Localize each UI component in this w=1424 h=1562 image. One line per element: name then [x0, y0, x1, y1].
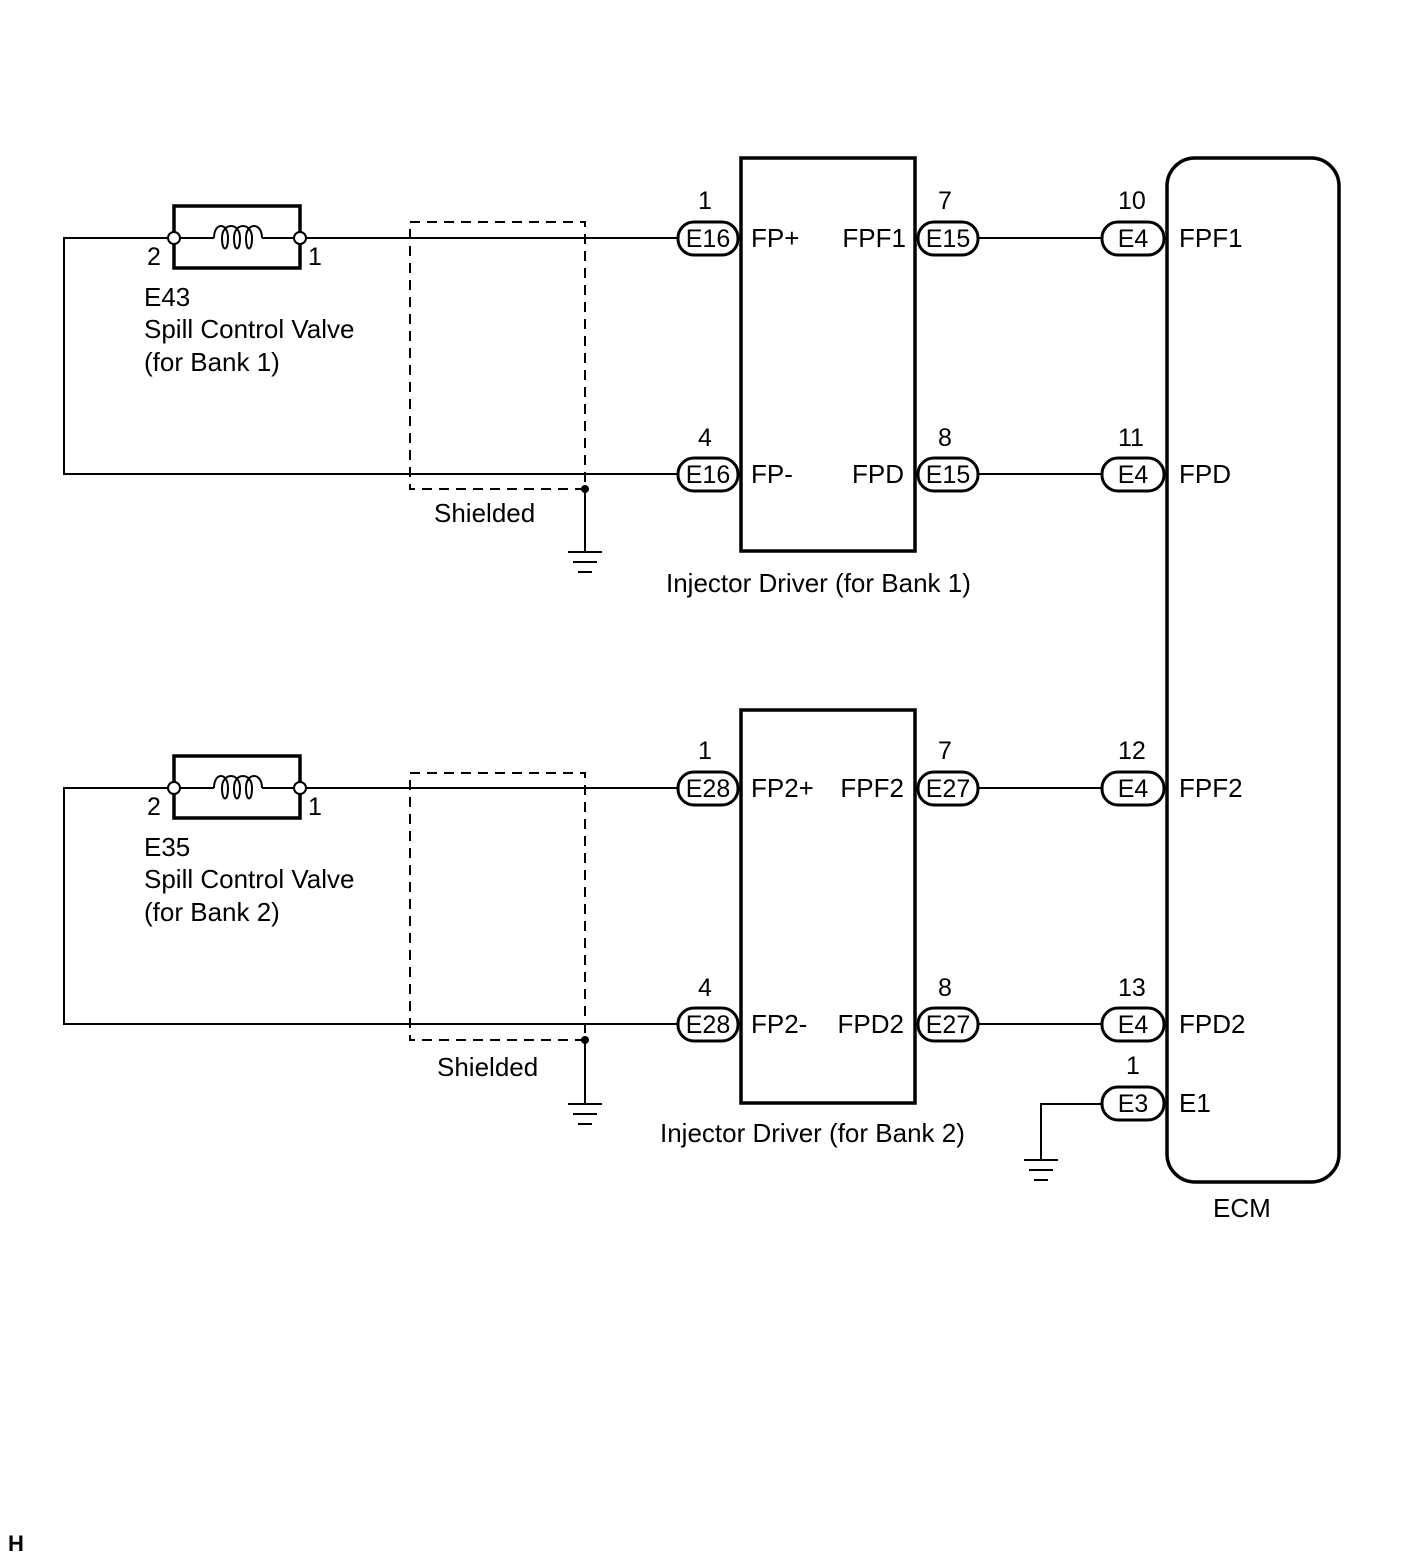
ground-icon [568, 1103, 602, 1125]
driver2-in2-pin: 4 [698, 974, 712, 1002]
terminal-icon [293, 781, 307, 795]
driver2-in1-conn: E28 [686, 775, 730, 803]
valve2-name: Spill Control Valve [144, 864, 355, 894]
ecm-term4-conn: E4 [1118, 1011, 1149, 1039]
ecm-term5-name: E1 [1179, 1088, 1211, 1118]
ecm-term5-conn: E3 [1118, 1090, 1149, 1118]
connector-icon [676, 770, 740, 807]
driver1-in2-name: FP- [751, 459, 793, 489]
valve1-pin-right: 1 [308, 243, 322, 271]
driver2-out2-name: FPD2 [838, 1009, 904, 1039]
valve2-pin-right: 1 [308, 793, 322, 821]
driver1-title: Injector Driver (for Bank 1) [666, 568, 971, 598]
coil-icon [213, 225, 263, 250]
connector-icon [1100, 1006, 1166, 1043]
ecm-term2-conn: E4 [1118, 461, 1149, 489]
wire-e1-ground [1040, 1103, 1102, 1160]
driver1-in1-name: FP+ [751, 223, 799, 253]
driver1-in2-conn: E16 [686, 461, 730, 489]
coil-icon [213, 775, 263, 800]
valve1-pin-left: 2 [147, 243, 161, 271]
shield-box-bank1 [409, 221, 586, 490]
shield-label-bank2: Shielded [437, 1052, 538, 1082]
ground-icon [568, 551, 602, 573]
valve2-pin-left: 2 [147, 793, 161, 821]
valve2-bank: (for Bank 2) [144, 897, 280, 927]
driver2-in2-name: FP2- [751, 1009, 807, 1039]
driver1-out1-pin: 7 [938, 187, 952, 215]
wire-valve1-pin2-to-fpminus [63, 237, 678, 475]
driver2-out1-conn: E27 [926, 775, 970, 803]
terminal-icon [167, 781, 181, 795]
terminal-icon [167, 231, 181, 245]
connector-icon [1100, 456, 1166, 493]
ecm-title: ECM [1213, 1193, 1271, 1223]
ecm-term3-name: FPF2 [1179, 773, 1243, 803]
injector-driver-bank1 [739, 156, 917, 553]
driver1-out2-conn: E15 [926, 461, 970, 489]
ecm-term5-pin: 1 [1126, 1052, 1140, 1080]
ecm-term2-pin: 11 [1118, 424, 1144, 452]
ecm-term3-pin: 12 [1118, 737, 1146, 765]
connector-icon [676, 220, 740, 257]
driver2-in1-name: FP2+ [751, 773, 814, 803]
corner-mark: H [8, 1531, 24, 1556]
ecm-term4-name: FPD2 [1179, 1009, 1245, 1039]
driver2-out1-pin: 7 [938, 737, 952, 765]
connector-icon [676, 1006, 740, 1043]
driver1-in1-pin: 1 [698, 187, 712, 215]
ecm-box [1165, 156, 1341, 1184]
driver2-out1-name: FPF2 [840, 773, 904, 803]
ecm-term3-conn: E4 [1118, 775, 1149, 803]
valve2-code: E35 [144, 832, 190, 862]
shield-box-bank2 [409, 772, 586, 1041]
ecm-term1-conn: E4 [1118, 225, 1149, 253]
connector-icon [1100, 220, 1166, 257]
valve1-bank: (for Bank 1) [144, 347, 280, 377]
driver2-out2-conn: E27 [926, 1011, 970, 1039]
connector-icon [676, 456, 740, 493]
driver1-in1-conn: E16 [686, 225, 730, 253]
driver2-out2-pin: 8 [938, 974, 952, 1002]
ecm-term1-name: FPF1 [1179, 223, 1243, 253]
ground-icon [1024, 1159, 1058, 1181]
driver2-title: Injector Driver (for Bank 2) [660, 1118, 965, 1148]
wire-valve2-pin2-to-fp2minus [63, 787, 678, 1025]
ecm-term4-pin: 13 [1118, 974, 1146, 1002]
driver1-out1-name: FPF1 [842, 223, 906, 253]
driver1-out1-conn: E15 [926, 225, 970, 253]
driver1-out2-pin: 8 [938, 424, 952, 452]
spill-control-valve-bank1 [167, 204, 307, 270]
spill-control-valve-bank2 [167, 754, 307, 820]
injector-driver-bank2 [739, 708, 917, 1105]
shield-label-bank1: Shielded [434, 498, 535, 528]
terminal-icon [293, 231, 307, 245]
driver1-out2-name: FPD [852, 459, 904, 489]
driver2-in1-pin: 1 [698, 737, 712, 765]
valve1-code: E43 [144, 282, 190, 312]
connector-icon [1100, 770, 1166, 807]
ecm-term2-name: FPD [1179, 459, 1231, 489]
ecm-term1-pin: 10 [1118, 187, 1146, 215]
driver1-in2-pin: 4 [698, 424, 712, 452]
valve1-name: Spill Control Valve [144, 314, 355, 344]
driver2-in2-conn: E28 [686, 1011, 730, 1039]
